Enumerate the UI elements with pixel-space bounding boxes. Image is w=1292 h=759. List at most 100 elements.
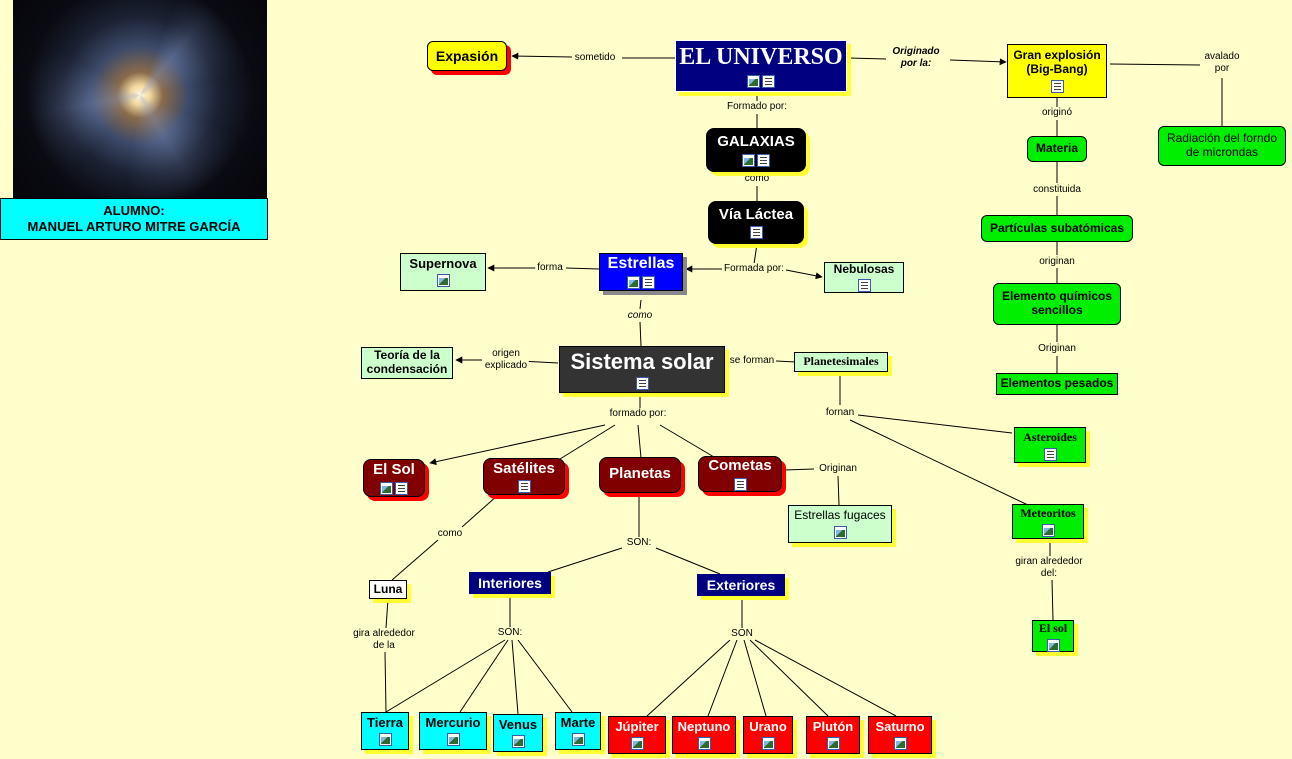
document-icon[interactable] bbox=[749, 226, 763, 240]
link-son-marte bbox=[517, 639, 573, 713]
node-nebulosas-label: Nebulosas bbox=[833, 261, 895, 276]
document-icon[interactable] bbox=[757, 153, 770, 167]
node-tierra[interactable]: Tierra bbox=[361, 712, 409, 750]
node-estrellas[interactable]: Estrellas bbox=[599, 253, 683, 291]
link-son-jupiter bbox=[646, 639, 731, 717]
node-tierra-label: Tierra bbox=[367, 714, 403, 730]
node-estrellas-fugaces[interactable]: Estrellas fugaces bbox=[788, 505, 892, 543]
node-neptuno[interactable]: Neptuno bbox=[672, 716, 736, 754]
document-icon[interactable] bbox=[642, 276, 655, 290]
node-venus[interactable]: Venus bbox=[493, 714, 543, 752]
document-icon[interactable] bbox=[857, 279, 871, 293]
node-nebulosas[interactable]: Nebulosas bbox=[824, 262, 904, 293]
node-jupiter[interactable]: Júpiter bbox=[608, 716, 666, 754]
node-asteroides-label: Asteroides bbox=[1023, 430, 1077, 444]
link-giran-elsol bbox=[1051, 579, 1054, 621]
node-particulas-label: Partículas subatómicas bbox=[989, 220, 1125, 235]
document-icon[interactable] bbox=[635, 377, 649, 391]
image-icon[interactable] bbox=[571, 733, 585, 747]
node-el-sol-meteoritos[interactable]: El sol bbox=[1032, 620, 1074, 652]
node-luna[interactable]: Luna bbox=[369, 580, 407, 599]
node-supernova-label: Supernova bbox=[409, 255, 477, 271]
image-icon[interactable] bbox=[378, 733, 392, 747]
node-asteroides[interactable]: Asteroides bbox=[1014, 427, 1086, 463]
node-materia[interactable]: Materia bbox=[1027, 136, 1087, 162]
node-via-lactea[interactable]: Vía Láctea bbox=[708, 201, 804, 244]
node-satelites[interactable]: Satélites bbox=[483, 458, 565, 495]
image-icon[interactable] bbox=[742, 153, 755, 167]
link-label-giran: giran alrededor del: bbox=[1013, 556, 1085, 580]
node-galaxias[interactable]: GALAXIAS bbox=[706, 128, 806, 172]
image-icon[interactable] bbox=[380, 481, 393, 495]
node-universo-label: EL UNIVERSO bbox=[679, 44, 843, 71]
link-label-sometido: sometido bbox=[572, 52, 618, 64]
node-luna-label: Luna bbox=[373, 581, 403, 596]
node-elementos-quimicos[interactable]: Elemento químicos sencillos bbox=[993, 283, 1121, 325]
node-planetesimales[interactable]: Planetesimales bbox=[794, 352, 888, 372]
image-icon[interactable] bbox=[1041, 523, 1055, 537]
image-icon[interactable] bbox=[627, 276, 640, 290]
document-icon[interactable] bbox=[733, 477, 747, 491]
link-son-mercurio bbox=[459, 639, 509, 713]
student-info: ALUMNO: MANUEL ARTURO MITRE GARCÍA bbox=[0, 198, 268, 240]
node-urano-label: Urano bbox=[749, 718, 787, 734]
node-cometas[interactable]: Cometas bbox=[698, 456, 782, 492]
node-expansion[interactable]: Expasión bbox=[427, 41, 507, 71]
document-icon[interactable] bbox=[395, 481, 408, 495]
link-label-origen-explicado: origen explicado bbox=[482, 348, 530, 372]
node-exteriores[interactable]: Exteriores bbox=[697, 574, 785, 596]
image-icon[interactable] bbox=[1046, 638, 1060, 652]
image-icon[interactable] bbox=[826, 737, 840, 751]
node-interiores-label: Interiores bbox=[478, 574, 542, 591]
image-icon[interactable] bbox=[893, 737, 907, 751]
document-icon[interactable] bbox=[517, 480, 531, 494]
image-icon[interactable] bbox=[747, 74, 760, 88]
node-galaxias-label: GALAXIAS bbox=[717, 133, 795, 151]
link-son-venus bbox=[511, 639, 519, 715]
document-icon[interactable] bbox=[1050, 79, 1064, 93]
node-radiacion[interactable]: Radiación del forndo de microndas bbox=[1158, 126, 1286, 166]
image-icon[interactable] bbox=[761, 737, 775, 751]
node-sistema-solar-label: Sistema solar bbox=[570, 348, 714, 374]
link-son-urano bbox=[743, 639, 767, 717]
node-saturno[interactable]: Saturno bbox=[868, 716, 932, 754]
node-meteoritos[interactable]: Meteoritos bbox=[1012, 504, 1084, 539]
node-meteoritos-label: Meteoritos bbox=[1020, 506, 1076, 520]
image-icon[interactable] bbox=[630, 737, 644, 751]
node-planetas[interactable]: Planetas bbox=[599, 457, 681, 493]
node-el-sol[interactable]: El Sol bbox=[363, 459, 425, 497]
image-icon[interactable] bbox=[511, 735, 525, 749]
link-estrellas-forma bbox=[565, 267, 600, 270]
node-teoria[interactable]: Teoría de la condensación bbox=[361, 347, 453, 379]
node-universo[interactable]: EL UNIVERSO bbox=[675, 40, 847, 92]
link-son-pluton bbox=[749, 639, 829, 717]
node-expansion-label: Expasión bbox=[435, 47, 499, 64]
document-icon[interactable] bbox=[762, 74, 775, 88]
node-supernova[interactable]: Supernova bbox=[400, 253, 486, 291]
galaxy-photo bbox=[13, 0, 267, 198]
node-urano[interactable]: Urano bbox=[743, 716, 793, 754]
link-formado-satelites bbox=[559, 424, 616, 460]
node-particulas[interactable]: Partículas subatómicas bbox=[981, 215, 1133, 242]
image-icon[interactable] bbox=[833, 525, 847, 539]
document-icon[interactable] bbox=[1043, 447, 1057, 461]
node-elementos-pesados[interactable]: Elementos pesados bbox=[996, 373, 1118, 395]
node-mercurio[interactable]: Mercurio bbox=[419, 712, 487, 750]
node-planetas-label: Planetas bbox=[609, 465, 671, 482]
node-marte[interactable]: Marte bbox=[555, 712, 601, 750]
image-icon[interactable] bbox=[446, 733, 460, 747]
link-label-gira: gira alrededor de la bbox=[351, 628, 417, 652]
node-elementos-quimicos-label: Elemento químicos sencillos bbox=[1001, 289, 1113, 317]
node-pluton[interactable]: Plutón bbox=[806, 716, 860, 754]
link-seforman-planetesimales bbox=[775, 360, 797, 363]
image-icon[interactable] bbox=[697, 737, 711, 751]
link-formado-cometas bbox=[659, 424, 715, 458]
node-pluton-label: Plutón bbox=[812, 718, 854, 734]
node-gran-explosion[interactable]: Gran explosión (Big-Bang) bbox=[1007, 44, 1107, 98]
node-interiores[interactable]: Interiores bbox=[469, 572, 551, 594]
image-icon[interactable] bbox=[436, 274, 450, 288]
node-sistema-solar[interactable]: Sistema solar bbox=[559, 346, 725, 393]
node-gran-explosion-label: Gran explosión (Big-Bang) bbox=[1013, 48, 1101, 76]
link-bigbang-avalado bbox=[1109, 63, 1201, 66]
student-name: MANUEL ARTURO MITRE GARCÍA bbox=[27, 219, 241, 234]
